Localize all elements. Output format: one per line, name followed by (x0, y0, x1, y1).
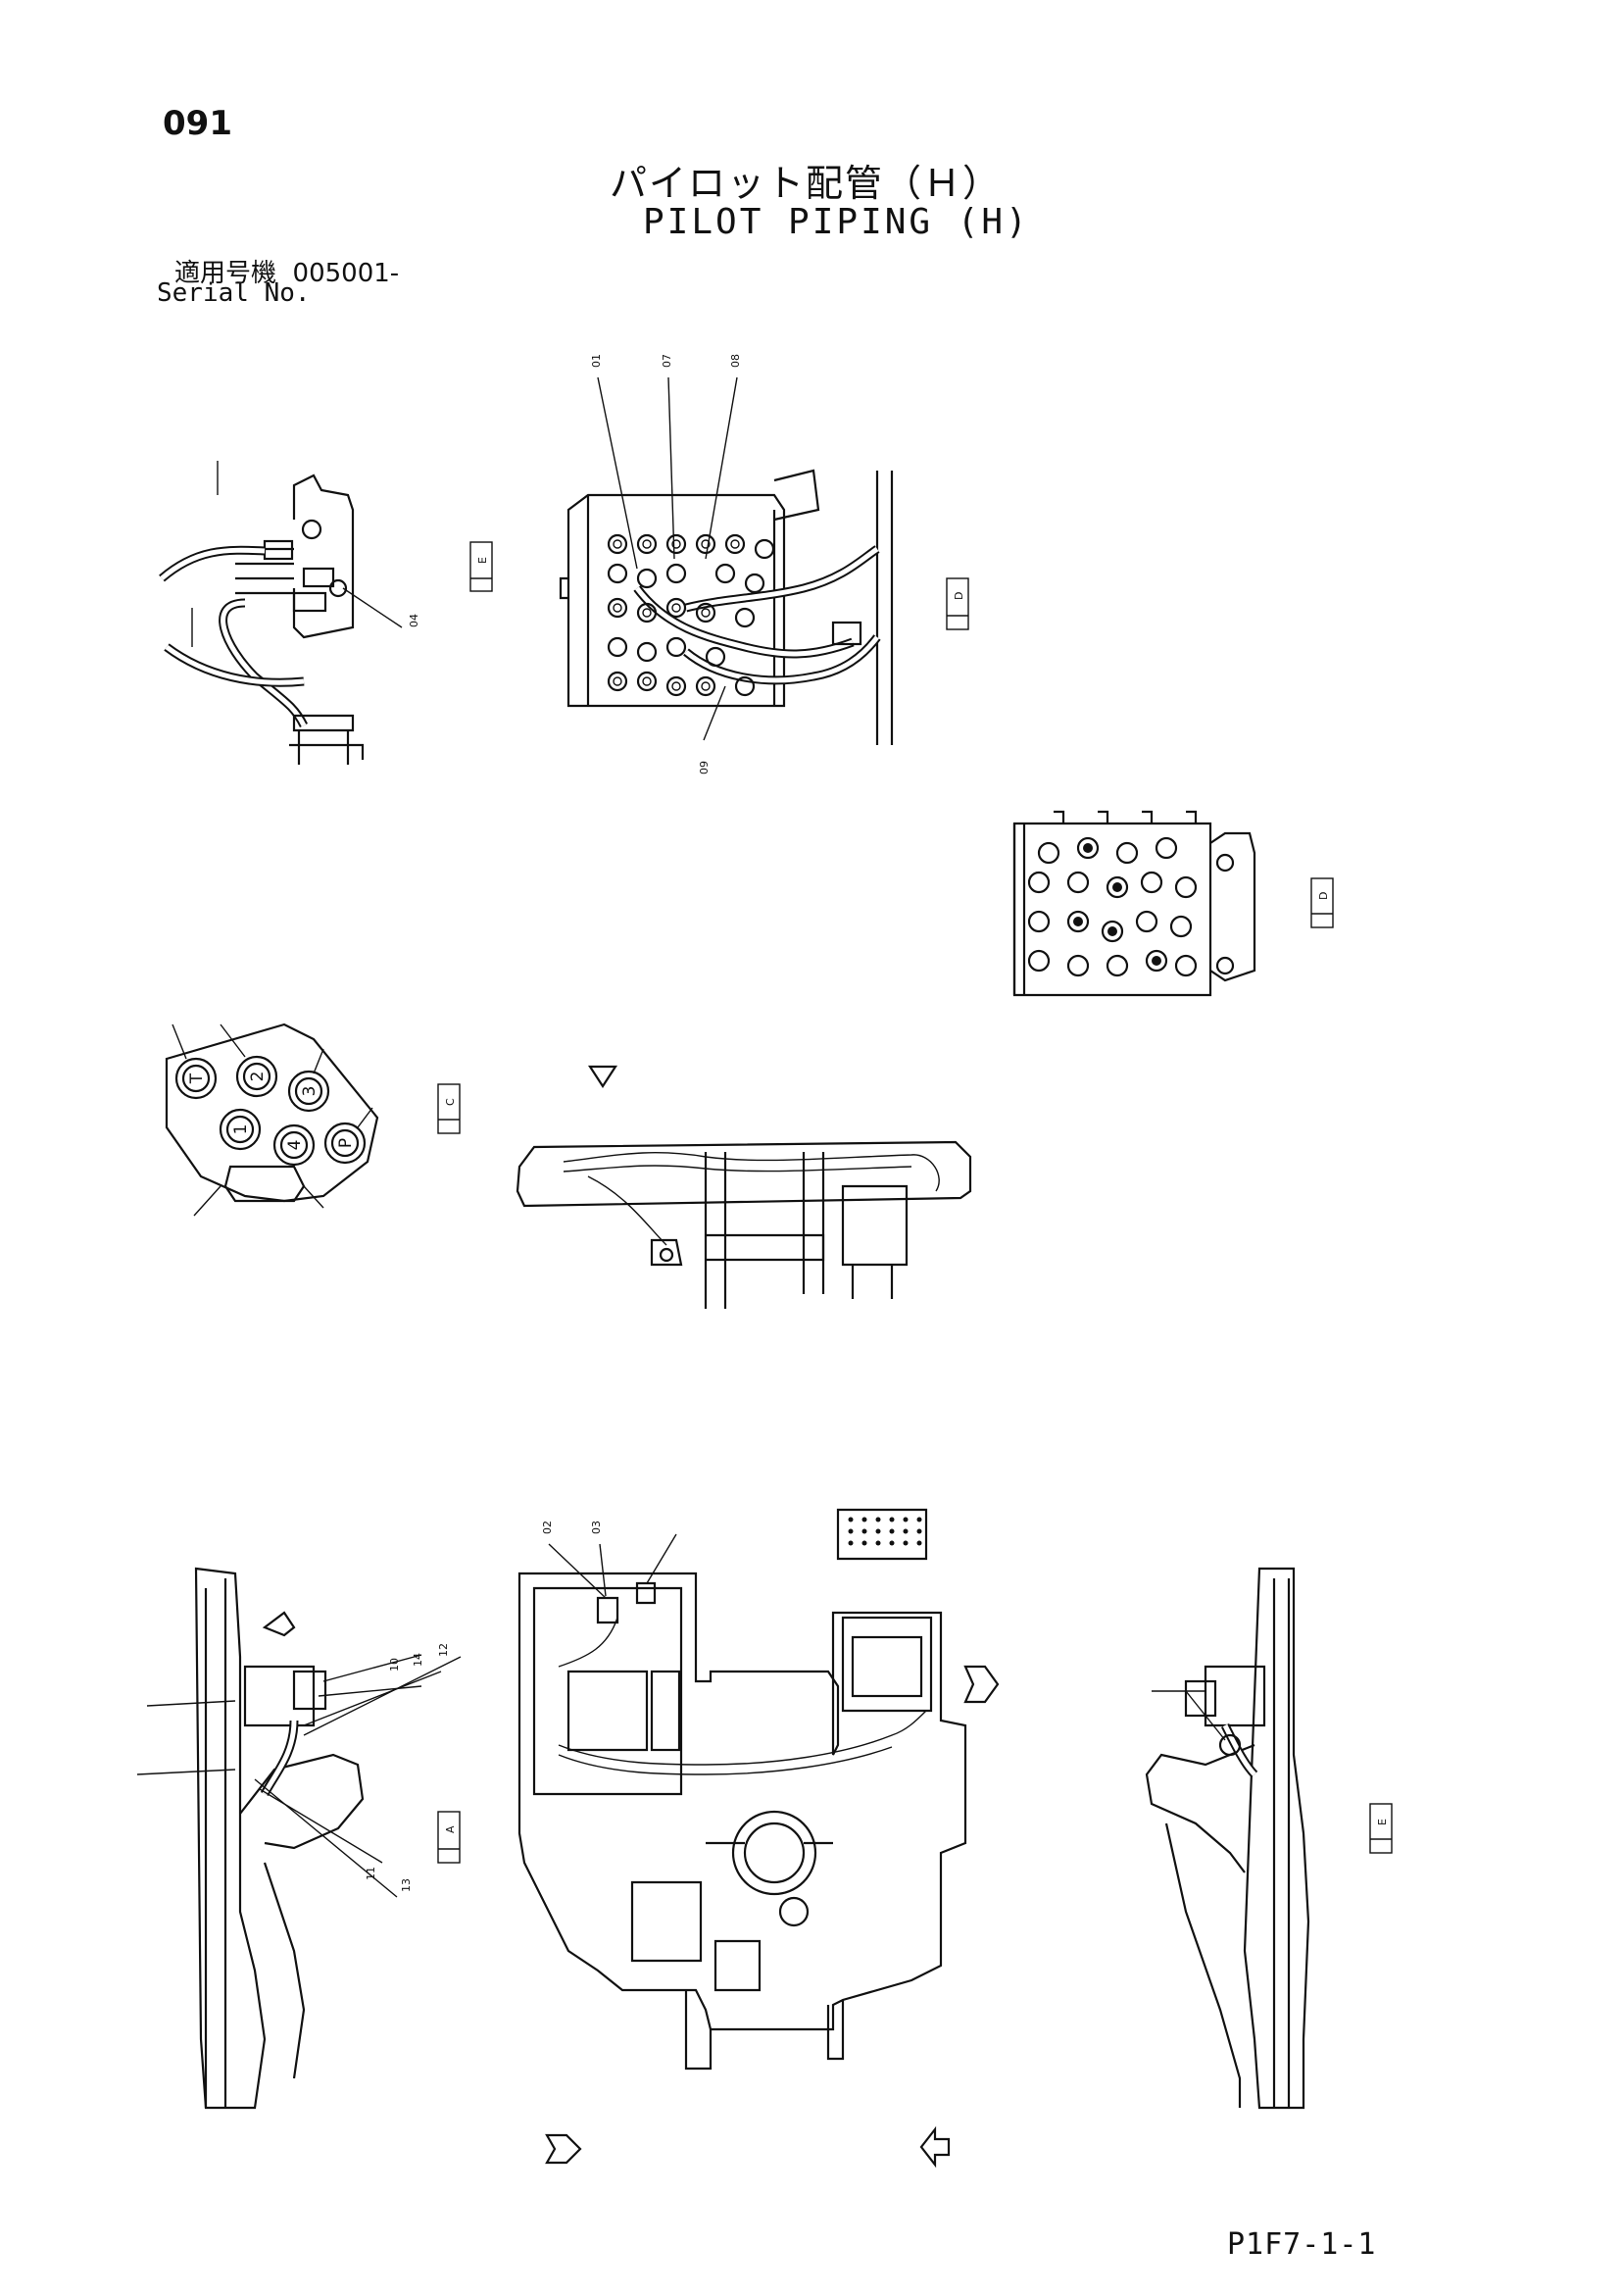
section-c-label: C (437, 1083, 461, 1134)
callout-13: 13 (400, 1878, 413, 1892)
section-c-drawing (165, 1023, 379, 1217)
section-e-label: E (1369, 1803, 1393, 1854)
port-label-t: T (187, 1073, 207, 1084)
callout-07: 07 (661, 354, 673, 368)
view-d-label: D (946, 577, 969, 630)
callout-12: 12 (437, 1643, 450, 1657)
svg-text:D: D (953, 592, 965, 600)
callout-08: 08 (729, 354, 742, 368)
callout-11: 11 (365, 1867, 377, 1880)
page-title-japanese: パイロット配管（Ｈ） (610, 162, 1003, 205)
serial-value: 005001- (292, 259, 400, 288)
port-label-3: 3 (300, 1086, 320, 1097)
detail-d-label: D (1310, 877, 1334, 928)
callout-01: 01 (590, 354, 603, 368)
callout-09: 09 (698, 761, 711, 774)
section-a-label: A (437, 1811, 461, 1864)
callout-14: 14 (412, 1653, 424, 1667)
view-e-drawing (159, 461, 403, 765)
port-labels: T 2 3 1 4 P (187, 1072, 356, 1151)
side-view-drawing (516, 1140, 972, 1309)
page-code: P1F7-1-1 (1227, 2227, 1377, 2262)
serial-label-english: Serial No. (157, 278, 311, 308)
plan-view-drawing (517, 1508, 967, 2071)
detail-d-drawing (1012, 810, 1256, 997)
serial-label-japanese: 適用号機 (174, 259, 277, 288)
serial-line-japanese: 適用号機 005001- (174, 253, 399, 289)
callout-02: 02 (541, 1521, 554, 1534)
page-title-english: PILOT PIPING (H) (643, 202, 1030, 242)
svg-text:E: E (476, 557, 489, 564)
callout-10: 10 (388, 1658, 401, 1672)
callout-03: 03 (590, 1521, 603, 1534)
view-arrow-b-icon (919, 2125, 951, 2169)
svg-text:D: D (1317, 892, 1330, 900)
view-arrow-icon (587, 1065, 618, 1089)
view-arrow-a-icon (545, 2133, 582, 2165)
port-label-1: 1 (231, 1124, 251, 1135)
section-a-drawing (136, 1567, 462, 2110)
port-label-2: 2 (248, 1072, 268, 1082)
view-arrow-d-icon (963, 1665, 1000, 1704)
page-number: 091 (163, 104, 232, 143)
view-d-drawing (559, 376, 894, 745)
svg-text:A: A (444, 1825, 457, 1833)
svg-text:E: E (1376, 1819, 1389, 1825)
callout-04: 04 (408, 614, 420, 627)
port-label-p: P (336, 1138, 356, 1148)
svg-text:C: C (444, 1098, 457, 1106)
section-e-drawing (1145, 1567, 1310, 2110)
port-label-4: 4 (285, 1140, 305, 1151)
view-e-label: E (469, 541, 493, 592)
